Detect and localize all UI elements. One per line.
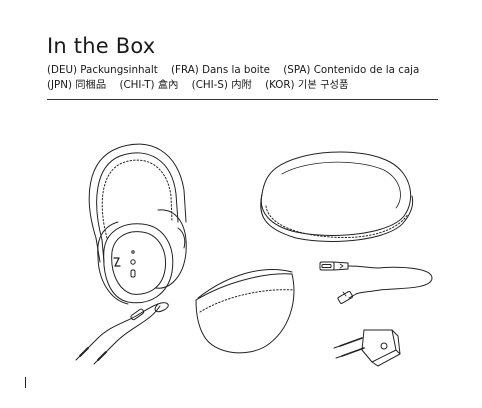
usb-c-cable-illustration <box>320 262 432 304</box>
flight-adapter-illustration <box>334 330 400 366</box>
page-edge-mark <box>25 377 26 388</box>
carry-case-illustration <box>261 152 413 242</box>
pouch-illustration <box>196 270 294 353</box>
headphones-illustration <box>89 144 186 304</box>
audio-cable-illustration <box>76 303 168 364</box>
